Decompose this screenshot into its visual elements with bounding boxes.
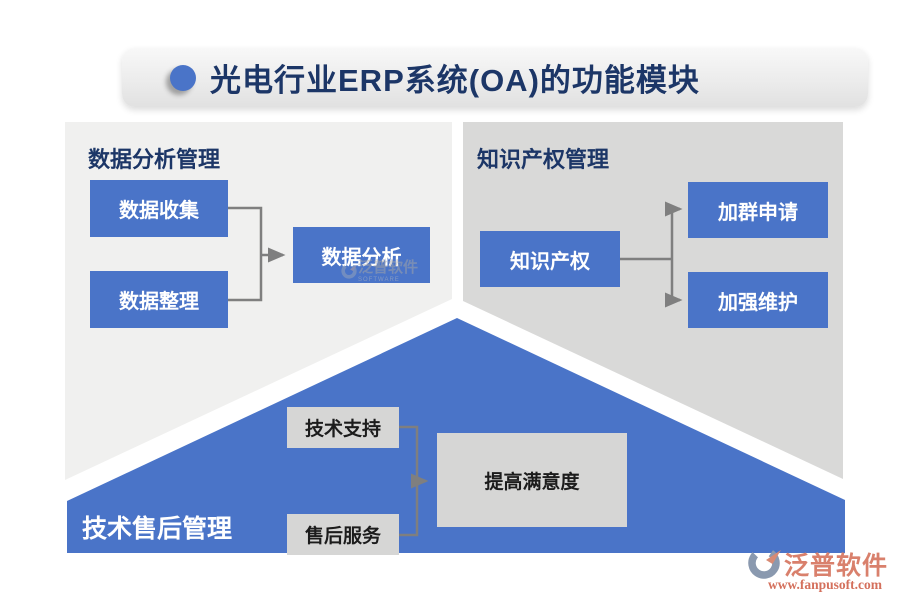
watermark-swoosh-icon [341,263,358,279]
node-ip-apply: 加群申请 [688,182,828,238]
bullet-dot-icon [170,64,196,91]
page-title: 光电行业ERP系统(OA)的功能模块 [210,63,700,98]
watermark: 泛普软件 SOFTWARE [340,260,418,283]
node-tech-support: 技术支持 [287,407,399,448]
node-data-organize: 数据整理 [90,271,228,328]
title-bar: 光电行业ERP系统(OA)的功能模块 [122,48,868,107]
watermark-subtext: SOFTWARE [358,277,400,283]
node-after-service: 售后服务 [287,514,399,555]
connector-ip-split [620,209,674,300]
heading-after-sales: 技术售后管理 [82,515,233,543]
node-ip-maintain: 加强维护 [688,272,828,328]
brand-name: 泛普软件 [784,552,889,580]
brand-swoosh-icon [748,547,781,579]
connector-support-service-merge [399,425,419,537]
brand-logo: 泛普软件 www.fanpusoft.com [746,543,896,595]
watermark-name: 泛普软件 [358,259,419,276]
node-data-collect: 数据收集 [90,180,228,237]
node-satisfaction: 提高满意度 [437,433,627,527]
heading-data-analysis: 数据分析管理 [88,147,221,172]
brand-url: www.fanpusoft.com [768,577,883,592]
node-ip-source: 知识产权 [480,231,620,287]
heading-intellectual-property: 知识产权管理 [477,147,610,172]
node-data-analyze: 数据分析 [293,227,430,283]
connector-collect-organize-merge [228,206,263,302]
